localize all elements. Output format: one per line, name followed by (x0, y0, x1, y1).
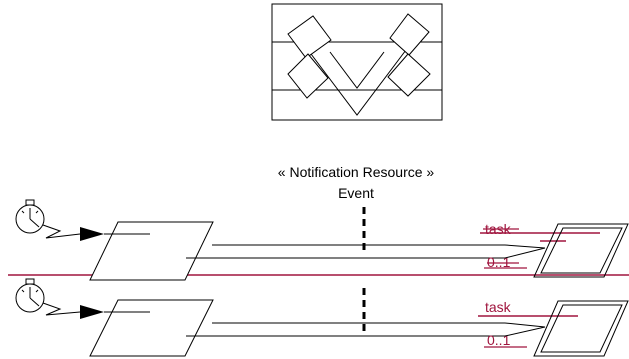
target-activity (533, 300, 629, 357)
notification-resource-icon (271, 3, 443, 121)
arrow-head-icon (80, 227, 104, 241)
trigger-arrow (42, 224, 81, 239)
multiplicity-label: 0..1 (487, 332, 511, 348)
process-row: task 0..1 (15, 199, 629, 281)
source-activity (89, 221, 214, 281)
notification-stereotype-label: « Notification Resource » (278, 164, 435, 180)
target-arrow (504, 244, 546, 259)
source-activity (89, 299, 214, 357)
target-activity (533, 223, 629, 278)
trigger-arrow (42, 302, 81, 316)
notification-event-label: Event (338, 185, 374, 201)
process-row: task 0..1 (15, 278, 629, 357)
multiplicity-label: 0..1 (487, 254, 511, 270)
target-task-label: task (485, 299, 512, 315)
timer-icon (15, 278, 45, 313)
arrow-head-icon (80, 305, 104, 319)
timer-icon (15, 199, 45, 234)
target-arrow (504, 322, 546, 337)
